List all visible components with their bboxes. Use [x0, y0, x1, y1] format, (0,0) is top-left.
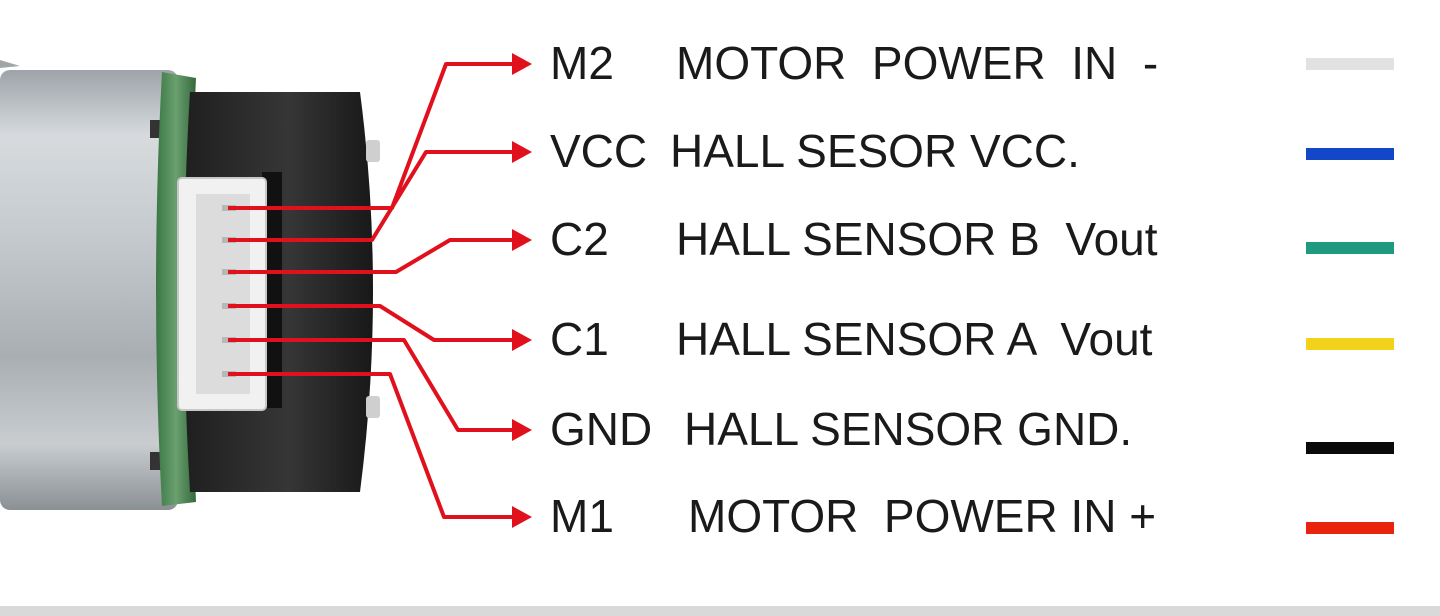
wire-color-swatch-c2 [1306, 242, 1394, 254]
six-pin-connector [177, 172, 282, 411]
bottom-border [0, 606, 1440, 616]
pin-description: MOTOR POWER IN + [688, 490, 1157, 542]
pin-code: GND [550, 403, 653, 455]
pin-description: MOTOR POWER IN - [676, 37, 1159, 89]
arrowhead-icon [512, 229, 532, 251]
pin-code: VCC [550, 125, 648, 177]
pin-code: C2 [550, 213, 609, 265]
motor-can [0, 60, 178, 510]
pin-code: M1 [550, 490, 614, 542]
wire-color-swatch-gnd [1306, 442, 1394, 454]
pin-description: HALL SENSOR B Vout [676, 213, 1158, 265]
arrow-vcc [228, 141, 532, 242]
wire-color-swatch-c1 [1306, 338, 1394, 350]
arrowhead-icon [512, 141, 532, 163]
pin-description: HALL SENSOR GND. [684, 403, 1133, 455]
arrow-c2 [228, 229, 532, 274]
pin-description: HALL SENSOR A Vout [676, 313, 1153, 365]
arrow-m2 [228, 53, 532, 210]
arrow-gnd [228, 338, 532, 441]
arrowhead-icon [512, 419, 532, 441]
wire-color-swatch-vcc [1306, 148, 1394, 160]
arrow-c1 [228, 304, 532, 351]
pin-code: M2 [550, 37, 614, 89]
arrowhead-icon [512, 506, 532, 528]
pin-arrows [222, 53, 532, 528]
arrowhead-icon [512, 53, 532, 75]
pin-code: C1 [550, 313, 609, 365]
arrow-m1 [228, 372, 532, 528]
wire-color-swatch-m1 [1306, 522, 1394, 534]
arrowhead-icon [512, 329, 532, 351]
pin-description: HALL SESOR VCC. [670, 125, 1080, 177]
wire-color-swatch-m2 [1306, 58, 1394, 70]
